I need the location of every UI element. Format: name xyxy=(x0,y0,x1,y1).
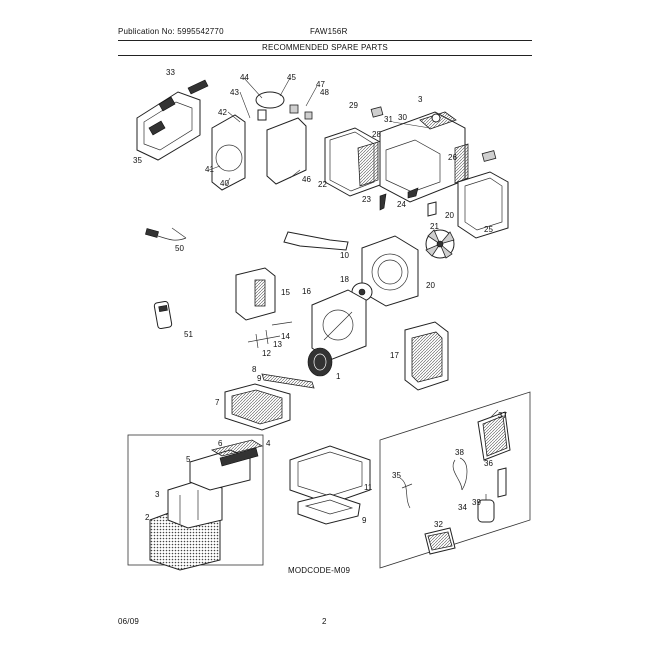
callout-labels: 33 35 44 45 47 48 42 43 41 40 46 29 3 28… xyxy=(133,68,507,529)
remote-control-part xyxy=(153,300,173,330)
callout-17: 17 xyxy=(390,351,399,360)
callout-9b: 9 xyxy=(362,516,367,525)
callout-20b: 20 xyxy=(426,281,435,290)
callout-4: 4 xyxy=(266,439,271,448)
callout-26: 26 xyxy=(448,153,457,162)
model-number: FAW156R xyxy=(310,27,348,36)
callout-16: 16 xyxy=(302,287,311,296)
callout-28: 28 xyxy=(372,130,381,139)
callout-18: 18 xyxy=(340,275,349,284)
callout-37: 37 xyxy=(498,411,507,420)
callout-5: 5 xyxy=(186,455,191,464)
gasket-part xyxy=(261,373,315,389)
cabinet-part xyxy=(324,106,509,239)
callout-24: 24 xyxy=(397,200,406,209)
callout-43: 43 xyxy=(230,88,239,97)
side-bracket-part xyxy=(235,267,276,321)
fan-blade-part xyxy=(425,229,455,259)
footer-date: 06/09 xyxy=(118,617,140,626)
evaporator-bracket-part xyxy=(404,321,449,391)
blower-housing-part xyxy=(311,289,367,361)
callout-45: 45 xyxy=(287,73,296,82)
callout-6: 6 xyxy=(218,439,223,448)
callout-39: 39 xyxy=(472,498,481,507)
callout-2: 2 xyxy=(145,513,150,522)
callout-3: 3 xyxy=(418,95,423,104)
callout-33: 33 xyxy=(166,68,175,77)
callout-23: 23 xyxy=(362,195,371,204)
fan-shroud-part xyxy=(361,235,419,307)
callout-40: 40 xyxy=(220,179,229,188)
sealed-system-parts xyxy=(399,409,511,555)
sealed-system-box xyxy=(379,391,531,569)
electrical-box-part xyxy=(208,77,318,191)
callout-51: 51 xyxy=(184,330,193,339)
model-code: MODCODE-M09 xyxy=(288,566,351,575)
control-panel-part xyxy=(136,79,209,161)
callout-1: 1 xyxy=(336,372,341,381)
callout-21: 21 xyxy=(430,222,439,231)
callout-46: 46 xyxy=(302,175,311,184)
callout-11: 11 xyxy=(364,483,373,492)
callout-29: 29 xyxy=(349,101,358,110)
callout-15: 15 xyxy=(281,288,290,297)
callout-42: 42 xyxy=(218,108,227,117)
front-frame-part xyxy=(224,383,291,431)
base-pan-part xyxy=(289,445,371,525)
callout-36: 36 xyxy=(484,459,493,468)
header-rule xyxy=(118,40,532,41)
power-cord-part xyxy=(145,227,187,241)
title-rule xyxy=(118,55,532,56)
callout-34: 34 xyxy=(458,503,467,512)
blower-wheel-part xyxy=(307,347,333,377)
callout-8: 8 xyxy=(252,365,257,374)
publication-number: Publication No: 5995542770 xyxy=(118,27,224,36)
callout-47: 47 xyxy=(316,80,325,89)
bracket-bar-part xyxy=(283,231,349,251)
callout-12: 12 xyxy=(262,349,271,358)
callout-50: 50 xyxy=(175,244,184,253)
callout-22: 22 xyxy=(318,180,327,189)
callout-9: 9 xyxy=(257,374,262,383)
callout-48: 48 xyxy=(320,88,329,97)
page-number: 2 xyxy=(322,617,327,626)
callout-38: 38 xyxy=(455,448,464,457)
page-title: RECOMMENDED SPARE PARTS xyxy=(262,43,388,52)
callout-44: 44 xyxy=(240,73,249,82)
callout-14: 14 xyxy=(281,332,290,341)
rod-parts xyxy=(247,321,293,349)
callout-10: 10 xyxy=(340,251,349,260)
bracket-parts xyxy=(379,187,437,217)
callout-32: 32 xyxy=(434,520,443,529)
callout-30: 30 xyxy=(398,113,407,122)
callout-13: 13 xyxy=(273,340,282,349)
callout-41: 41 xyxy=(205,165,214,174)
callout-35: 35 xyxy=(133,156,142,165)
callout-25: 25 xyxy=(484,225,493,234)
callout-7: 7 xyxy=(215,398,220,407)
front-grille-part xyxy=(149,439,264,571)
callout-3b: 3 xyxy=(155,490,160,499)
callout-20: 20 xyxy=(445,211,454,220)
callout-31: 31 xyxy=(384,115,393,124)
callout-35b: 35 xyxy=(392,471,401,480)
